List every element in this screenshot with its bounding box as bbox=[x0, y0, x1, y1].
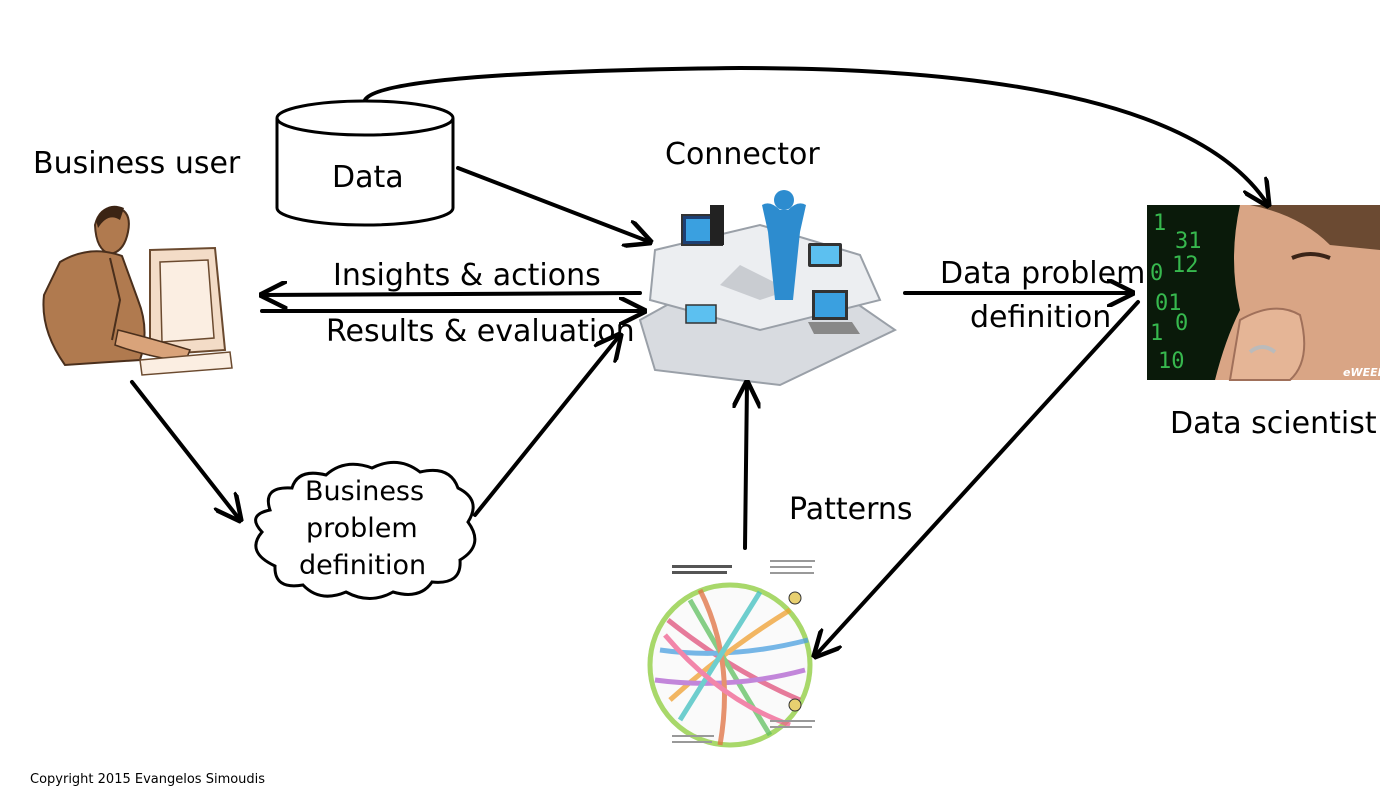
data-problem-label-line1: Data problem bbox=[940, 256, 1146, 291]
arrow-data-to-scientist bbox=[363, 65, 1268, 205]
arrow-business-problem-to-connector bbox=[473, 335, 620, 517]
patterns-label: Patterns bbox=[789, 492, 913, 527]
svg-text:01: 01 bbox=[1155, 291, 1182, 316]
connector-illustration bbox=[638, 190, 897, 387]
svg-text:1: 1 bbox=[1153, 211, 1166, 236]
business-user-illustration bbox=[42, 205, 233, 376]
connector-label: Connector bbox=[665, 137, 820, 172]
copyright-text: Copyright 2015 Evangelos Simoudis bbox=[30, 772, 266, 787]
data-label: Data bbox=[332, 160, 404, 195]
svg-text:1: 1 bbox=[1150, 321, 1163, 346]
business-problem-label-line2: problem bbox=[306, 513, 418, 544]
arrow-user-to-business-problem bbox=[130, 380, 240, 520]
svg-text:0: 0 bbox=[1150, 261, 1163, 286]
data-problem-label-line2: definition bbox=[970, 300, 1112, 335]
patterns-chord-diagram bbox=[647, 560, 818, 760]
business-user-label: Business user bbox=[33, 146, 241, 181]
svg-text:12: 12 bbox=[1172, 253, 1199, 278]
business-problem-label-line1: Business bbox=[305, 476, 425, 507]
svg-text:31: 31 bbox=[1175, 229, 1202, 254]
business-problem-label-line3: definition bbox=[299, 550, 427, 581]
insights-actions-label: Insights & actions bbox=[333, 258, 601, 293]
arrow-scientist-to-patterns bbox=[815, 300, 1140, 656]
arrow-insights-to-user bbox=[262, 293, 642, 295]
arrow-patterns-to-connector bbox=[745, 383, 747, 550]
data-scientist-label: Data scientist bbox=[1170, 406, 1377, 441]
svg-text:10: 10 bbox=[1158, 349, 1185, 374]
business-problem-cloud bbox=[254, 460, 477, 600]
arrow-data-to-connector bbox=[456, 166, 650, 242]
svg-text:0: 0 bbox=[1175, 311, 1188, 336]
results-evaluation-label: Results & evaluation bbox=[326, 314, 635, 349]
data-scientist-photo: 1 31 0 12 01 1 0 10 eWEEK bbox=[1147, 205, 1388, 381]
ewek-watermark: eWEEK bbox=[1343, 366, 1388, 379]
